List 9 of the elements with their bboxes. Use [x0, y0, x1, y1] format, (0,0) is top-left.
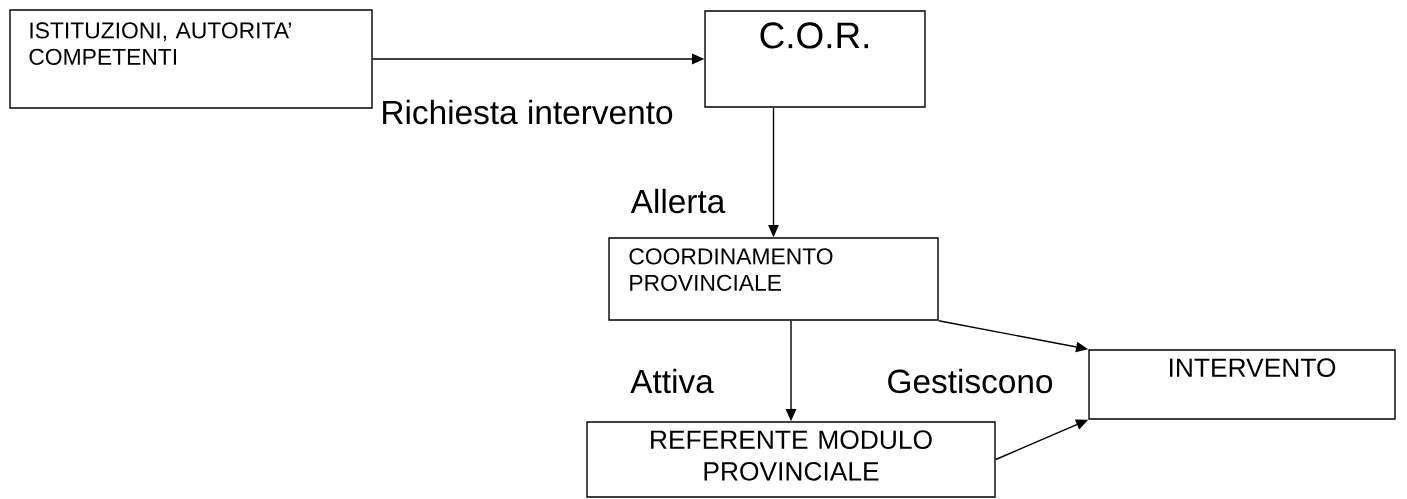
edge-label: Richiesta intervento	[378, 98, 676, 126]
process-box: COORDINAMENTO PROVINCIALE	[608, 237, 939, 321]
process-box: INTERVENTO	[1088, 349, 1396, 420]
process-box: REFERENTE MODULO PROVINCIALE	[586, 421, 996, 498]
process-box: ISTITUZIONI, AUTORITA’ COMPETENTI	[9, 9, 373, 109]
process-box: C.O.R.	[704, 10, 926, 108]
edge-label: Attiva	[628, 367, 716, 396]
text-label: Gestiscono	[888, 368, 1053, 394]
edge-label: Allerta	[628, 187, 728, 215]
